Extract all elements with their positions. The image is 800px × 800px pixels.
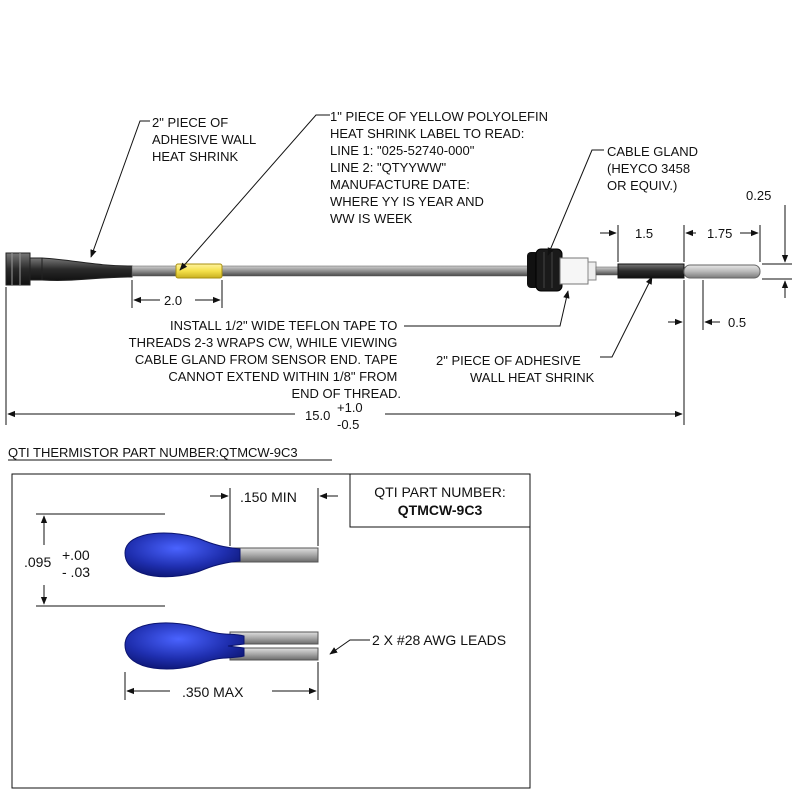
note-adhesive-right: 2" PIECE OF ADHESIVE WALL HEAT SHRINK	[436, 353, 595, 385]
dim-095: .095	[24, 554, 51, 570]
dim-total-plus: +1.0	[337, 400, 363, 415]
note-teflon: INSTALL 1/2" WIDE TEFLON TAPE TO THREADS…	[129, 318, 401, 401]
note-leads: 2 X #28 AWG LEADS	[372, 632, 506, 648]
thermistor-top-view	[124, 532, 319, 578]
part-number-value: QTMCW-9C3	[398, 502, 483, 518]
thermistor-bottom-view	[124, 622, 319, 670]
adhesive-heat-shrink-left	[41, 257, 133, 281]
yellow-label-sleeve	[175, 263, 223, 279]
dim-1-75: 1.75	[707, 226, 732, 241]
note-cable-gland: CABLE GLAND (HEYCO 3458 OR EQUIV.)	[607, 144, 702, 193]
dim-2-0: 2.0	[164, 293, 182, 308]
adhesive-heat-shrink-right	[617, 263, 685, 279]
dimensions-detail	[36, 488, 370, 700]
detail-frame	[11, 473, 531, 789]
probe-tip	[683, 264, 761, 279]
dim-1-5: 1.5	[635, 226, 653, 241]
detail-section-title: QTI THERMISTOR PART NUMBER:QTMCW-9C3	[8, 445, 298, 460]
dim-total: 15.0	[305, 408, 330, 423]
cable-gland	[527, 248, 597, 292]
note-adhesive-left: 2" PIECE OF ADHESIVE WALL HEAT SHRINK	[152, 115, 259, 164]
dim-0-25: 0.25	[746, 188, 771, 203]
dim-095-plus: +.00	[62, 547, 90, 563]
dim-150-min: .150 MIN	[240, 489, 297, 505]
dim-095-minus: - .03	[62, 564, 90, 580]
leader-lines	[90, 114, 653, 358]
dim-350-max: .350 MAX	[182, 684, 244, 700]
note-yellow-label: 1" PIECE OF YELLOW POLYOLEFIN HEAT SHRIN…	[330, 109, 552, 226]
dimensions-top	[5, 205, 792, 425]
connector-fitting	[5, 252, 43, 286]
part-number-box	[349, 474, 530, 528]
dim-total-minus: -0.5	[337, 417, 359, 432]
dim-0-5: 0.5	[728, 315, 746, 330]
sensor-assembly	[5, 248, 761, 292]
part-number-label: QTI PART NUMBER:	[374, 484, 505, 500]
